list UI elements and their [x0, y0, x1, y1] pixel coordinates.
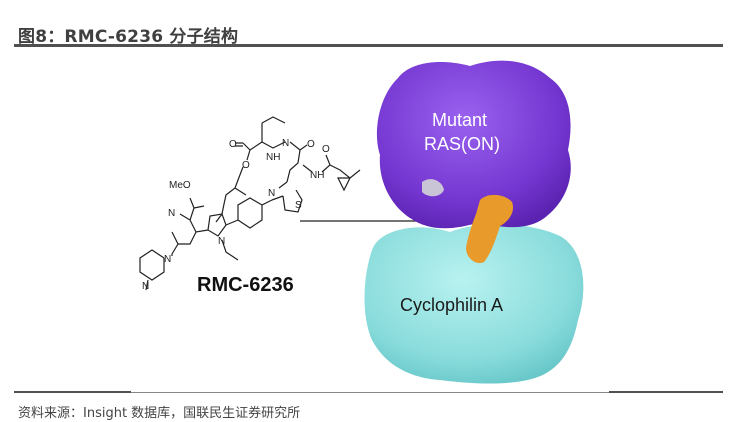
atom-label: N [168, 208, 175, 219]
atom-label: O [307, 139, 315, 150]
ras-label-line1: Mutant [432, 110, 487, 130]
source-divider [14, 391, 131, 393]
atom-label: O [322, 144, 330, 155]
atom-label: N [164, 254, 171, 265]
ras-pocket [422, 179, 444, 197]
protein-complex: Mutant RAS(ON) Cyclophilin A [364, 60, 584, 384]
atom-label: N [218, 236, 225, 247]
source-divider [609, 391, 723, 393]
atom-label: NH [310, 170, 324, 181]
figure-title: 图8：RMC-6236 分子结构 [18, 27, 239, 47]
source-divider [131, 392, 609, 393]
cyclophilin-surface [364, 224, 584, 384]
atom-label: MeO [169, 180, 191, 191]
atom-label: NH [266, 152, 280, 163]
ras-label-line2: RAS(ON) [424, 134, 500, 154]
source-note: 资料来源：Insight 数据库，国联民生证券研究所 [18, 406, 301, 421]
cyclophilin-label: Cyclophilin A [400, 295, 503, 315]
title-divider [14, 44, 723, 47]
molecule-structure: MeO N N N N N S N NH O O O NH O RMC-6236 [139, 116, 361, 296]
molecule-name: RMC-6236 [197, 274, 294, 296]
atom-label: O [242, 160, 250, 171]
atom-label: N [142, 281, 149, 292]
atom-label: N [282, 138, 289, 149]
atom-label: S [295, 200, 302, 211]
ligand-surface [466, 194, 514, 264]
atom-label: N [268, 188, 275, 199]
atom-label: O [229, 139, 237, 150]
